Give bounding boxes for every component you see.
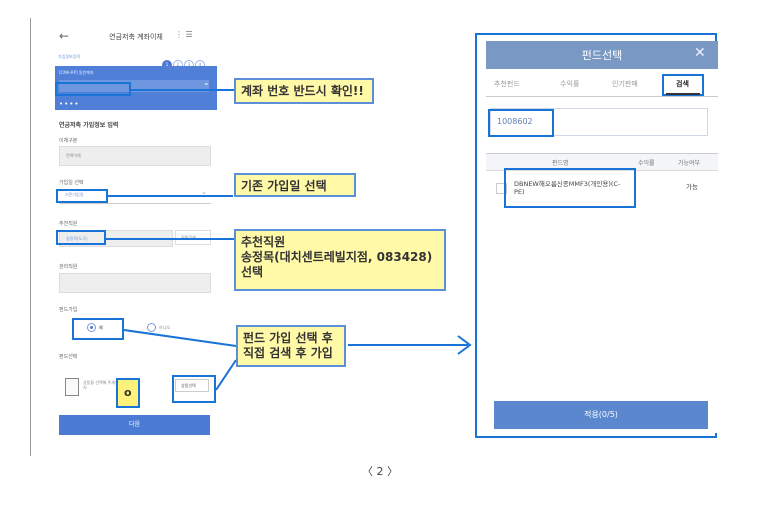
tab-return[interactable]: 수익률 [560, 80, 580, 88]
screen-title: 연금저축 계좌이체 [109, 33, 163, 41]
fund-select-modal: 펀드선택 ✕ 추천펀드 수익률 인기판매 검색 1008602 펀드명 수익률 … [486, 41, 718, 433]
arrow-head [457, 335, 472, 355]
apply-button[interactable]: 적용(0/5) [494, 401, 708, 429]
manager-field [59, 273, 211, 293]
fund-yes-highlight-box [72, 318, 124, 340]
section-title: 연금저축 가입정보 입력 [59, 122, 119, 129]
modal-title: 펀드선택 [581, 49, 623, 62]
fund-select-marker: o [116, 378, 140, 408]
product-select-button[interactable]: 상품선택 [175, 379, 209, 392]
join-date-select[interactable]: 기존가입일 ⌄ [59, 188, 211, 202]
connector-account [131, 89, 234, 91]
account-masked-number: •••• [59, 100, 80, 108]
fund-join-yes-label: 예 [99, 325, 103, 330]
callout-join-date: 기존 가입일 선택 [234, 173, 356, 197]
modal-header: 펀드선택 ✕ [486, 41, 718, 69]
join-date-label: 가입일 선택 [59, 180, 84, 186]
marker-letter: o [124, 386, 132, 399]
back-arrow-icon[interactable]: ← [59, 29, 70, 43]
tab-popular[interactable]: 인기판매 [612, 80, 638, 88]
column-fund-name: 펀드명 [552, 160, 569, 167]
manager-label: 관리직원 [59, 264, 78, 270]
staff-search-label: 직원검색 [181, 235, 196, 241]
callout-recommender: 추천직원 송정목(대치센트레빌지점, 083428) 선택 [234, 229, 446, 291]
connector-recommender [106, 238, 234, 240]
fund-join-yes-radio[interactable] [87, 323, 96, 332]
connector-fund-select [215, 359, 237, 391]
transfer-type-label: 이체구분 [59, 138, 78, 144]
tab-recommended[interactable]: 추천펀드 [494, 80, 520, 88]
column-availability: 가능여부 [678, 160, 701, 167]
column-return: 수익률 [638, 160, 655, 167]
account-highlight-box [55, 82, 131, 96]
page-number: 〈 2 〉 [362, 465, 398, 478]
tab-search[interactable]: 검색 [676, 80, 689, 88]
next-button[interactable]: 다음 [59, 415, 210, 435]
staff-search-button[interactable]: 직원검색 [175, 230, 211, 245]
transfer-type-field: 전액이체 [59, 146, 211, 166]
transfer-type-value: 전액이체 [66, 153, 81, 158]
callout-fund: 펀드 가입 선택 후 직접 검색 후 가입 [236, 325, 346, 367]
fund-search-input[interactable]: 1008602 [490, 108, 708, 136]
table-header: 펀드명 수익률 가능여부 [486, 153, 718, 171]
fund-row-highlight [504, 168, 636, 208]
search-value-highlight [488, 109, 554, 137]
fund-row-checkbox[interactable] [496, 183, 507, 194]
step-caption: 가입정보입력 [58, 54, 81, 59]
callout-account: 계좌 번호 반드시 확인!! [234, 78, 374, 104]
fund-join-no-label: 아니오 [159, 325, 171, 330]
tab-search-highlight [662, 74, 704, 96]
document-icon [65, 378, 79, 396]
fund-search-value: 1008602 [497, 117, 533, 126]
join-date-highlight-box [56, 189, 108, 203]
product-select-label: 상품선택 [181, 383, 196, 388]
recommender-label: 추천직원 [59, 221, 78, 227]
fund-select-label: 펀드선택 [59, 354, 78, 360]
fund-name-cell: DBNEW해오름신종MMF3(개인용)(C-PE) [514, 180, 621, 196]
recommender-highlight-box [56, 230, 106, 245]
fund-availability-cell: 가능 [686, 183, 698, 191]
fund-join-label: 펀드가입 [59, 307, 78, 313]
page-divider-line [30, 18, 31, 456]
join-date-underline [59, 203, 211, 204]
recommender-value: 송정목(도곡) [66, 236, 88, 241]
table-row[interactable]: DBNEW해오름신종MMF3(개인용)(C-PE) 가능 [486, 170, 718, 212]
close-icon[interactable]: ✕ [694, 45, 706, 61]
connector-join-date [108, 195, 233, 197]
active-tab-underline [666, 93, 700, 95]
chevron-down-icon: ⌄ [201, 188, 207, 196]
menu-icon[interactable]: ⋮ ☰ [175, 30, 193, 39]
connector-fund-yes [123, 329, 237, 347]
chevron-down-icon: ⌄ [203, 78, 210, 87]
fund-join-no-radio[interactable] [147, 323, 156, 332]
tabs-divider [486, 96, 718, 97]
account-label: [CMA-RP] 일반계좌 [59, 70, 94, 75]
fund-select-hint: 상품을 선택해 주세요 최대 5개까지 [83, 380, 139, 390]
join-date-value: 기존가입일 [65, 192, 84, 197]
product-select-highlight-box [172, 375, 216, 403]
